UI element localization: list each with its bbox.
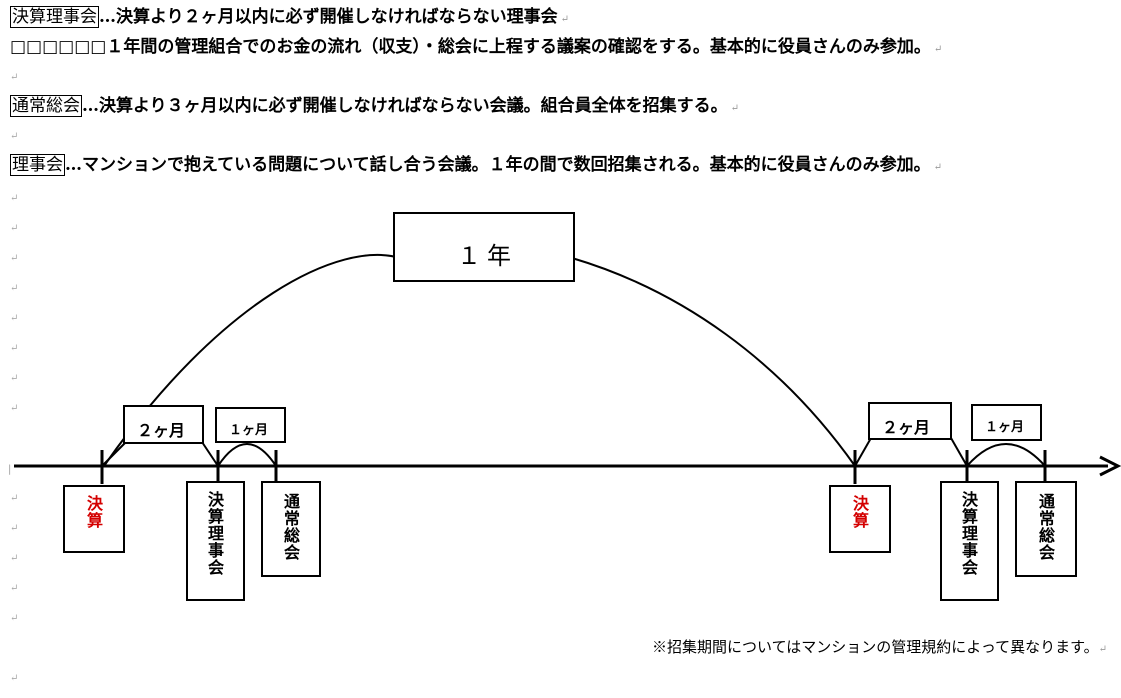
term-tsujo-sokai: 通常総会	[10, 95, 82, 117]
definition-line-3: 通常総会…決算より３ヶ月以内に必ず開催しなければならない会議。組合員全体を招集す…	[10, 95, 739, 120]
empty-paragraph-mark: ↵	[10, 253, 19, 264]
empty-paragraph-mark: ↵	[10, 673, 19, 684]
event-kessan-rijikai-box-right: 決算理事会	[940, 481, 999, 601]
definition-text: □□□□□□１年間の管理組合でのお金の流れ（収支）・総会に上程する議案の確認をす…	[10, 37, 931, 57]
period-2m-label: ２ヶ月	[882, 418, 931, 437]
event-kessan-box-left: 決算	[63, 485, 125, 553]
empty-paragraph-mark: ↵	[10, 313, 19, 324]
event-kessan-label: 決算	[84, 495, 103, 529]
empty-paragraph-mark: ↵	[10, 131, 19, 142]
event-tsujo-sokai-label: 通常総会	[1036, 493, 1055, 561]
paragraph-mark: ↵	[560, 14, 570, 25]
empty-paragraph-mark: ↵	[10, 72, 19, 83]
event-kessan-rijikai-box-left: 決算理事会	[186, 481, 245, 601]
empty-paragraph-mark: ↵	[10, 403, 19, 414]
event-kessan-rijikai-label: 決算理事会	[205, 491, 224, 576]
empty-paragraph-mark: ↵	[10, 193, 19, 204]
timeline-ticks	[100, 450, 1047, 484]
paragraph-mark: ↵	[933, 162, 943, 173]
empty-paragraph-mark: ↵	[10, 613, 19, 624]
definition-text: …マンションで抱えている問題について話し合う会議。１年の間で数回招集される。基本…	[65, 155, 931, 175]
definition-text: …決算より２ヶ月以内に必ず開催しなければならない理事会	[99, 7, 558, 27]
empty-paragraph-mark: ↵	[10, 343, 19, 354]
definition-text: …決算より３ヶ月以内に必ず開催しなければならない会議。組合員全体を招集する。	[82, 96, 728, 116]
event-tsujo-sokai-box-right: 通常総会	[1015, 481, 1077, 577]
empty-paragraph-mark: ↵	[10, 553, 19, 564]
svg-text:|: |	[8, 464, 11, 475]
period-2m-box-right: ２ヶ月	[868, 402, 952, 440]
event-kessan-box-right: 決算	[829, 485, 891, 553]
year-box: １年	[393, 212, 575, 282]
period-2m-label: ２ヶ月	[137, 421, 186, 440]
event-kessan-rijikai-label: 決算理事会	[959, 491, 978, 576]
paragraph-mark: ↵	[730, 103, 740, 114]
definition-line-4: 理事会…マンションで抱えている問題について話し合う会議。１年の間で数回招集される…	[10, 154, 942, 179]
term-kessan-rijikai: 決算理事会	[10, 6, 99, 28]
year-label: １年	[457, 242, 517, 270]
paragraph-mark: ↵	[1098, 644, 1107, 655]
empty-paragraph-mark: ↵	[10, 493, 19, 504]
empty-paragraph-mark: ↵	[10, 283, 19, 294]
year-arc-right	[571, 257, 856, 467]
period-2m-box-left: ２ヶ月	[123, 405, 204, 444]
empty-paragraph-mark: ↵	[10, 373, 19, 384]
event-tsujo-sokai-box-left: 通常総会	[261, 481, 321, 577]
period-1m-label: １ヶ月	[985, 420, 1025, 435]
period-1m-box-right: １ヶ月	[971, 404, 1042, 441]
empty-paragraph-mark: ↵	[10, 583, 19, 594]
footnote: ※招集期間についてはマンションの管理規約によって異なります。↵	[652, 636, 1107, 657]
period-1m-box-left: １ヶ月	[215, 407, 286, 443]
empty-paragraph-mark: ↵	[10, 223, 19, 234]
timeline-arrowhead	[1099, 455, 1121, 477]
event-kessan-label: 決算	[850, 495, 869, 529]
definition-line-2: □□□□□□１年間の管理組合でのお金の流れ（収支）・総会に上程する議案の確認をす…	[10, 36, 942, 61]
period-1m-label: １ヶ月	[229, 423, 269, 438]
event-tsujo-sokai-label: 通常総会	[281, 493, 300, 561]
paragraph-mark: ↵	[933, 44, 943, 55]
empty-paragraph-mark: ↵	[10, 523, 19, 534]
footnote-text: ※招集期間についてはマンションの管理規約によって異なります。	[652, 638, 1099, 656]
term-rijikai: 理事会	[10, 154, 65, 176]
definition-line-1: 決算理事会…決算より２ヶ月以内に必ず開催しなければならない理事会↵	[10, 6, 569, 31]
